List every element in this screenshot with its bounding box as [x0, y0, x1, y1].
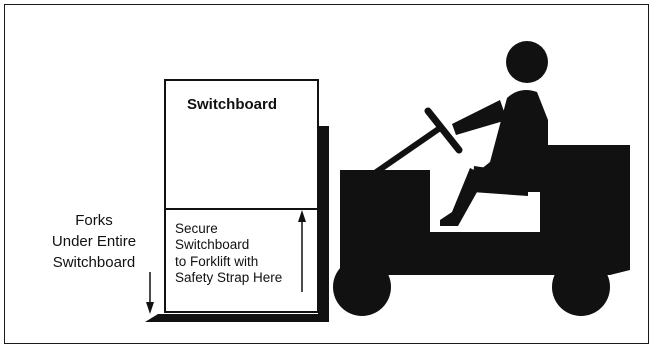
strap-note-line: Secure	[175, 221, 282, 237]
forks-note: Forks Under Entire Switchboard	[34, 210, 154, 273]
strap-note-line: to Forklift with	[175, 254, 282, 270]
operator-icon	[440, 41, 548, 226]
forklift-fork	[145, 314, 318, 322]
strap-note-line: Safety Strap Here	[175, 270, 282, 286]
forks-arrow-head-icon	[146, 302, 154, 314]
steering-column	[372, 128, 440, 175]
rear-wheel	[552, 258, 610, 316]
forks-note-line: Switchboard	[34, 252, 154, 273]
switchboard-label: Switchboard	[187, 96, 277, 113]
front-wheel	[333, 258, 391, 316]
strap-note-line: Switchboard	[175, 237, 282, 253]
forklift-mast	[318, 126, 329, 322]
forks-note-line: Under Entire	[34, 231, 154, 252]
forks-note-line: Forks	[34, 210, 154, 231]
strap-note: Secure Switchboard to Forklift with Safe…	[175, 221, 282, 286]
